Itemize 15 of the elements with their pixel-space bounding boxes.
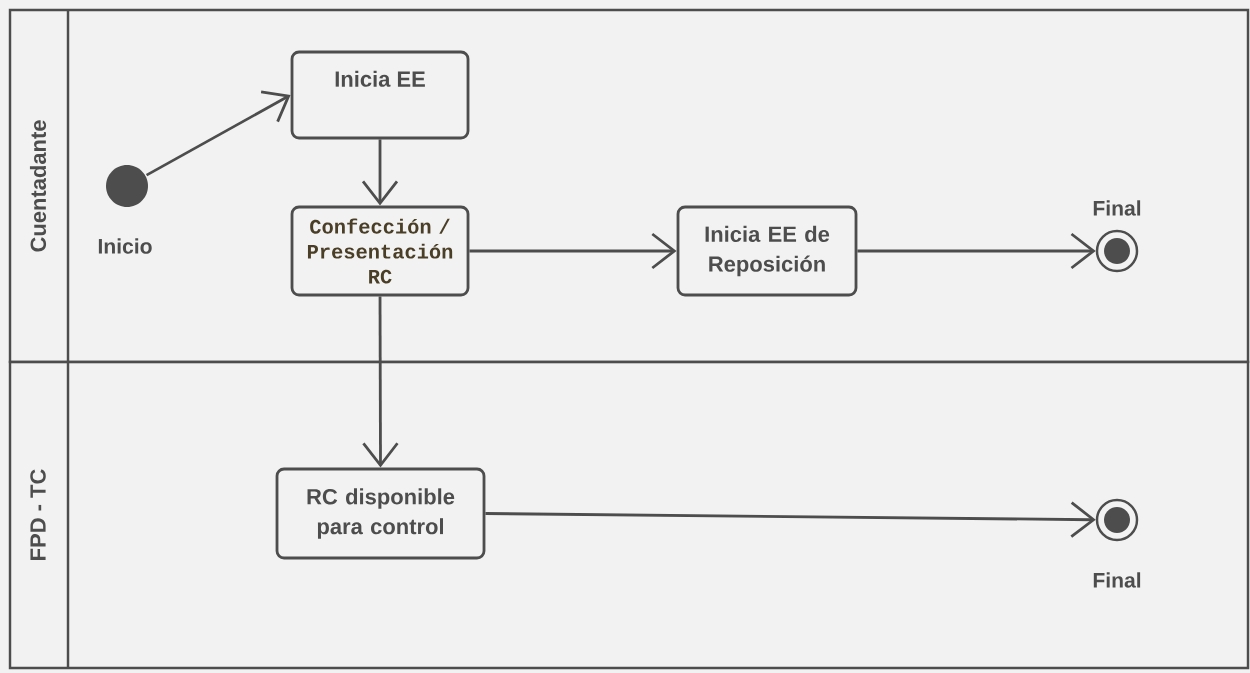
action-box: Confección / Presentación RC xyxy=(290,205,470,297)
action-box: Inicia EE xyxy=(290,50,470,140)
arrow xyxy=(857,232,1096,270)
arrow xyxy=(145,90,291,177)
arrow xyxy=(362,296,399,468)
action-box: RC disponible para control xyxy=(275,467,486,560)
arrow xyxy=(485,501,1096,538)
end-dot xyxy=(1095,498,1139,542)
arrow xyxy=(469,232,677,270)
node-caption: Final xyxy=(1093,572,1141,588)
start-dot xyxy=(106,165,148,207)
end-dot xyxy=(1095,229,1139,273)
node-caption: Inicio xyxy=(98,238,152,254)
action-box: Inicia EE de Reposición xyxy=(676,205,858,297)
node-caption: Final xyxy=(1093,200,1141,216)
